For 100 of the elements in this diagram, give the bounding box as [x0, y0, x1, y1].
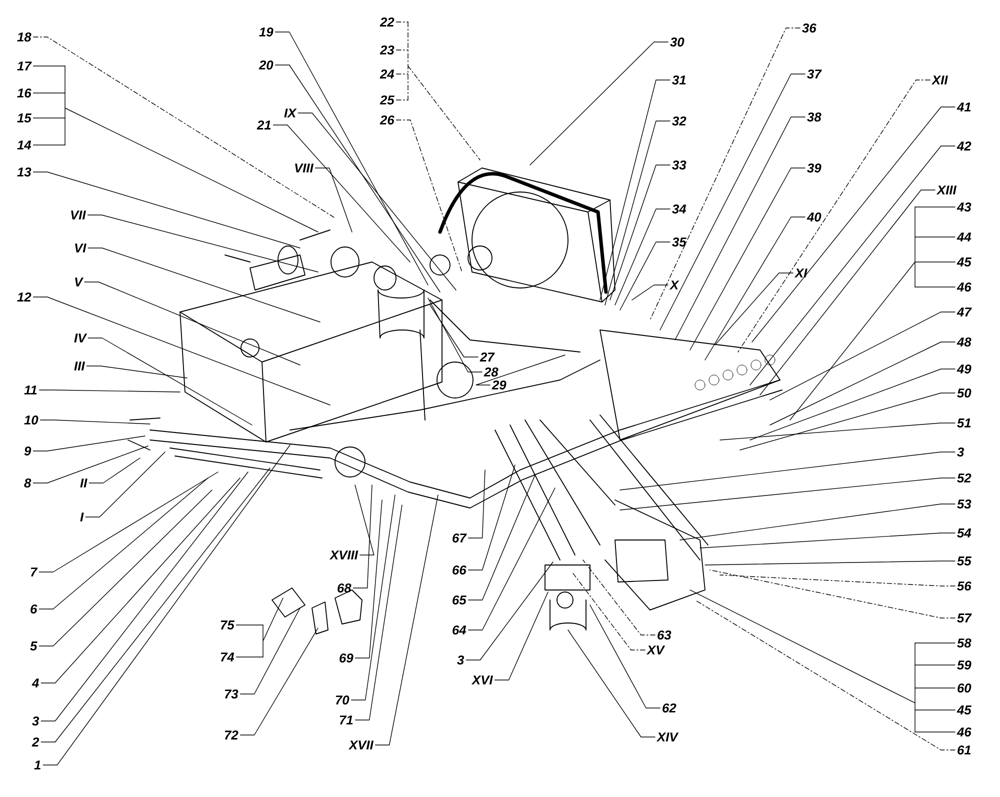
leader-line: [32, 436, 146, 452]
callout-number: 20: [258, 60, 274, 70]
callout-number: 49: [956, 364, 972, 374]
leader-line: [620, 452, 956, 490]
bracket-leader: [690, 590, 916, 732]
callout-number: 61: [958, 745, 971, 755]
callout-number: 57: [957, 614, 972, 622]
callout-number: 69: [340, 653, 354, 663]
callout-number: 23: [380, 45, 394, 55]
callout-number: 12: [17, 292, 32, 302]
leader-line: [240, 628, 318, 736]
bracket-leader: [408, 22, 480, 160]
leader-line: [39, 390, 180, 392]
leader-line: [274, 32, 428, 286]
leader-line: [38, 478, 208, 610]
callout-number: 44: [956, 232, 972, 242]
callout-number: 29: [492, 380, 506, 390]
callout-number: X: [669, 280, 680, 290]
callout-number: 8: [24, 478, 32, 488]
leader-line: [700, 532, 956, 548]
callout-number: II: [80, 478, 88, 488]
leader-line: [632, 284, 668, 300]
leader-line: [468, 488, 556, 630]
leader-line: [40, 420, 150, 424]
callout-number: 41: [956, 102, 971, 112]
leader-line: [38, 472, 218, 572]
leader-line: [40, 468, 270, 742]
leader-line: [720, 422, 956, 440]
leader-line: [760, 190, 936, 396]
leader-line: [354, 500, 382, 658]
callout-number: 3: [457, 655, 464, 665]
leader-line: [914, 642, 956, 644]
leader-line: [720, 574, 956, 586]
callout-number: 2: [32, 738, 40, 746]
leader-line: [770, 342, 956, 426]
callout-number: V: [75, 278, 84, 286]
leader-line: [396, 120, 462, 272]
callout-number: 62: [662, 703, 676, 713]
leader-line: [674, 116, 806, 340]
callout-number: 66: [452, 565, 466, 575]
leader-line: [274, 64, 440, 292]
bracket-leader: [64, 66, 318, 232]
callout-number: 7: [30, 568, 38, 576]
leader-line: [272, 124, 410, 262]
leader-line: [704, 216, 806, 360]
callout-number: 60: [958, 683, 972, 693]
bracket-leader: [790, 206, 916, 420]
leader-line: [770, 312, 956, 400]
leader-line: [430, 304, 478, 358]
leader-line: [236, 624, 264, 626]
callout-number: 10: [24, 415, 38, 425]
leader-line: [38, 490, 212, 646]
callout-number: 59: [957, 660, 972, 670]
leader-line: [914, 236, 956, 238]
callout-number: 34: [672, 204, 686, 214]
callout-number: 42: [956, 142, 972, 150]
callout-number: XVII: [348, 740, 374, 750]
leader-line: [568, 630, 656, 738]
leader-line: [468, 474, 536, 600]
callout-number: 38: [807, 112, 822, 122]
leader-line: [740, 392, 956, 450]
leader-line: [32, 446, 148, 484]
leader-line: [32, 144, 66, 146]
leader-line: [88, 248, 320, 322]
callout-number: 19: [259, 27, 274, 37]
leader-line: [86, 366, 188, 378]
callout-number: 58: [957, 638, 972, 648]
leader-line: [610, 164, 670, 300]
leader-line: [40, 472, 248, 722]
leader-line: [466, 562, 554, 660]
leader-line: [914, 206, 956, 208]
callout-number: 68: [338, 583, 352, 593]
callout-number: 31: [672, 75, 686, 85]
leader-line: [88, 338, 252, 426]
callout-number: 9: [24, 446, 32, 456]
callout-number: 35: [672, 237, 686, 247]
leader-line: [530, 42, 668, 166]
callout-number: 6: [30, 604, 38, 614]
leader-line: [40, 478, 240, 684]
callout-number: XII: [931, 76, 948, 84]
leader-line: [494, 592, 548, 680]
callout-number: III: [74, 362, 85, 370]
callout-number: I: [80, 512, 84, 522]
callout-number: VI: [75, 244, 86, 252]
leader-line: [714, 272, 794, 346]
leader-line: [582, 560, 656, 636]
callout-number: 28: [484, 367, 498, 377]
callout-number: 74: [220, 652, 234, 662]
callout-number: 71: [340, 716, 353, 724]
callout-number: 46: [956, 727, 972, 737]
callout-number: XIV: [656, 732, 679, 742]
callout-number: 72: [224, 730, 238, 740]
leader-line: [298, 112, 456, 290]
callout-number: 64: [452, 625, 466, 635]
leader-line: [428, 298, 482, 372]
callout-number: 37: [807, 69, 822, 79]
callout-number: 56: [957, 581, 972, 591]
leader-line: [600, 80, 670, 300]
callout-number: 45: [956, 258, 972, 266]
leader-line: [354, 504, 402, 720]
